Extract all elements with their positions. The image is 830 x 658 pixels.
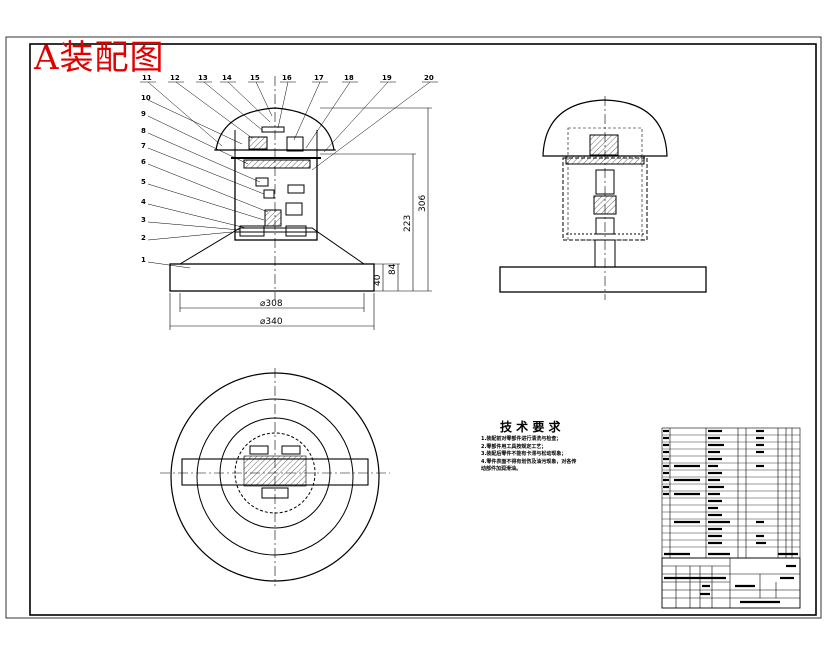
- callout-9: 9: [141, 110, 146, 118]
- title-box: [661, 557, 801, 609]
- callout-7: 7: [141, 142, 146, 150]
- callout-19: 19: [382, 74, 392, 82]
- tech-item-1: 1.装配前对零部件进行清洗与检查；: [481, 436, 562, 442]
- front-cone: [179, 227, 365, 265]
- callout-11: 11: [142, 74, 152, 82]
- tech-item-5: 动部件加润滑油。: [481, 466, 522, 472]
- dim-base-outer: ⌀340: [260, 317, 283, 327]
- inner-frame: [29, 43, 817, 616]
- callout-16: 16: [282, 74, 292, 82]
- dim-height-body: 223: [403, 215, 413, 232]
- outer-frame: [5, 36, 822, 619]
- tech-item-4: 4.零件表面不得有划伤及油污现象，对各传: [481, 458, 577, 465]
- drawing-title: A装配图: [34, 38, 165, 78]
- callout-13: 13: [198, 74, 208, 82]
- title-block: [661, 427, 801, 609]
- callout-6: 6: [141, 158, 146, 166]
- callout-14: 14: [222, 74, 232, 82]
- callout-numbers: 1 2 3 4 5 6 7 8 9 10 11 12 13 14 15 16 1…: [141, 74, 434, 264]
- callout-17: 17: [314, 74, 324, 82]
- callout-12: 12: [170, 74, 180, 82]
- front-view: [140, 76, 438, 330]
- callout-3: 3: [141, 216, 146, 224]
- dim-base-inner: ⌀308: [260, 299, 283, 309]
- top-view: [160, 368, 390, 586]
- dimension-texts: ⌀308 ⌀340 306 223 84 40: [260, 195, 428, 327]
- callout-8: 8: [141, 127, 146, 135]
- dim-height-40: 40: [373, 274, 383, 286]
- front-base-block: [169, 263, 375, 292]
- tech-item-3: 3.装配后零件不能有卡滞与松动现象；: [481, 451, 567, 457]
- callout-4: 4: [141, 198, 146, 206]
- callout-15: 15: [250, 74, 260, 82]
- callout-20: 20: [424, 74, 434, 82]
- side-base-block: [499, 266, 707, 293]
- tech-requirements-list: 1.装配前对零部件进行清洗与检查； 2.零部件用工具按规定工艺； 3.装配后零件…: [481, 436, 616, 474]
- side-view: [499, 96, 707, 300]
- callout-leaders: [147, 81, 431, 269]
- callout-5: 5: [141, 178, 146, 186]
- dim-height-84: 84: [388, 263, 398, 275]
- dim-height-total: 306: [418, 195, 428, 212]
- callout-18: 18: [344, 74, 354, 82]
- callout-10: 10: [141, 94, 151, 102]
- tech-requirements-title: 技 术 要 求: [500, 420, 561, 434]
- callout-2: 2: [141, 234, 146, 242]
- callout-1: 1: [141, 256, 146, 264]
- tech-item-2: 2.零部件用工具按规定工艺；: [481, 443, 547, 450]
